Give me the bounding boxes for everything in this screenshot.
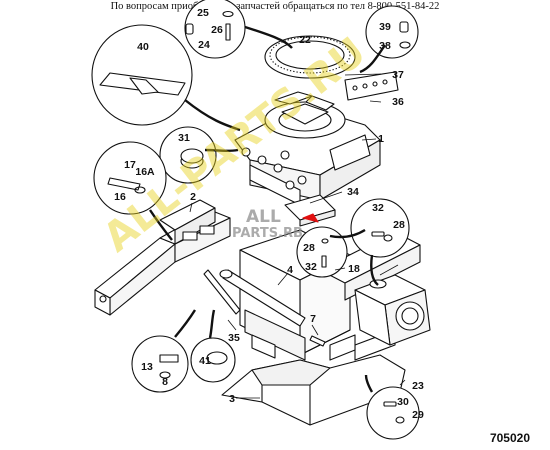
callout-32-right: 32 xyxy=(372,202,384,214)
callout-17: 17 xyxy=(124,159,136,171)
detail-circle-16-17 xyxy=(93,141,167,215)
watermark-center-bottom: PARTS.RB xyxy=(232,226,303,241)
callout-16: 16 xyxy=(114,191,126,203)
callout-28-right: 28 xyxy=(393,219,405,231)
cylinder-rod xyxy=(203,269,326,347)
callout-16a: 16A xyxy=(135,166,155,178)
detail-circle-28-32-center xyxy=(296,226,348,278)
detail-circle-28-32-right xyxy=(350,198,410,258)
callout-41: 41 xyxy=(199,355,211,367)
pointer-lines xyxy=(189,73,406,399)
detail-circle-31 xyxy=(159,126,217,184)
callout-18: 18 xyxy=(348,263,360,275)
callout-23: 23 xyxy=(412,380,424,392)
callout-2: 2 xyxy=(190,191,196,203)
detail-circle-8-13 xyxy=(131,335,189,393)
callout-4: 4 xyxy=(287,264,293,276)
side-member-left xyxy=(94,199,231,316)
slew-ring xyxy=(264,35,356,79)
slew-housing xyxy=(234,91,381,206)
callout-25: 25 xyxy=(197,7,209,19)
figure-code: 705020 xyxy=(489,431,530,445)
callout-24: 24 xyxy=(198,39,210,51)
callout-7: 7 xyxy=(310,313,316,325)
detail-circle-40 xyxy=(91,24,193,126)
callout-26: 26 xyxy=(211,24,223,36)
callout-38: 38 xyxy=(379,40,391,52)
callout-34: 34 xyxy=(347,186,359,198)
callout-8: 8 xyxy=(162,376,168,388)
callout-31: 31 xyxy=(178,132,190,144)
side-member-right xyxy=(354,274,431,346)
callout-28-center: 28 xyxy=(303,242,315,254)
callout-3: 3 xyxy=(229,393,235,405)
callout-36: 36 xyxy=(392,96,404,108)
callout-labels: 25 26 24 22 39 38 40 37 36 31 1 17 16A 1… xyxy=(114,7,424,421)
header-notice: По вопросам приобретения запчастей обращ… xyxy=(110,1,440,12)
shim-plate xyxy=(284,194,336,227)
callout-29: 29 xyxy=(412,409,424,421)
detail-circle-38-39 xyxy=(365,5,419,59)
callout-35: 35 xyxy=(228,332,240,344)
callout-40: 40 xyxy=(137,41,149,53)
leader-lines xyxy=(149,25,386,393)
callout-13: 13 xyxy=(141,361,153,373)
clamp-plate xyxy=(344,71,399,101)
watermark-center-top: ALL xyxy=(246,207,281,227)
callout-22: 22 xyxy=(299,34,311,46)
callout-39: 39 xyxy=(379,21,391,33)
callout-32-center: 32 xyxy=(305,261,317,273)
callout-1: 1 xyxy=(378,133,384,145)
detail-circle-24-26 xyxy=(184,0,246,59)
detail-circle-41 xyxy=(190,337,236,383)
callout-37: 37 xyxy=(392,69,404,81)
detail-circle-29-30 xyxy=(366,386,420,440)
callout-30: 30 xyxy=(397,396,409,408)
